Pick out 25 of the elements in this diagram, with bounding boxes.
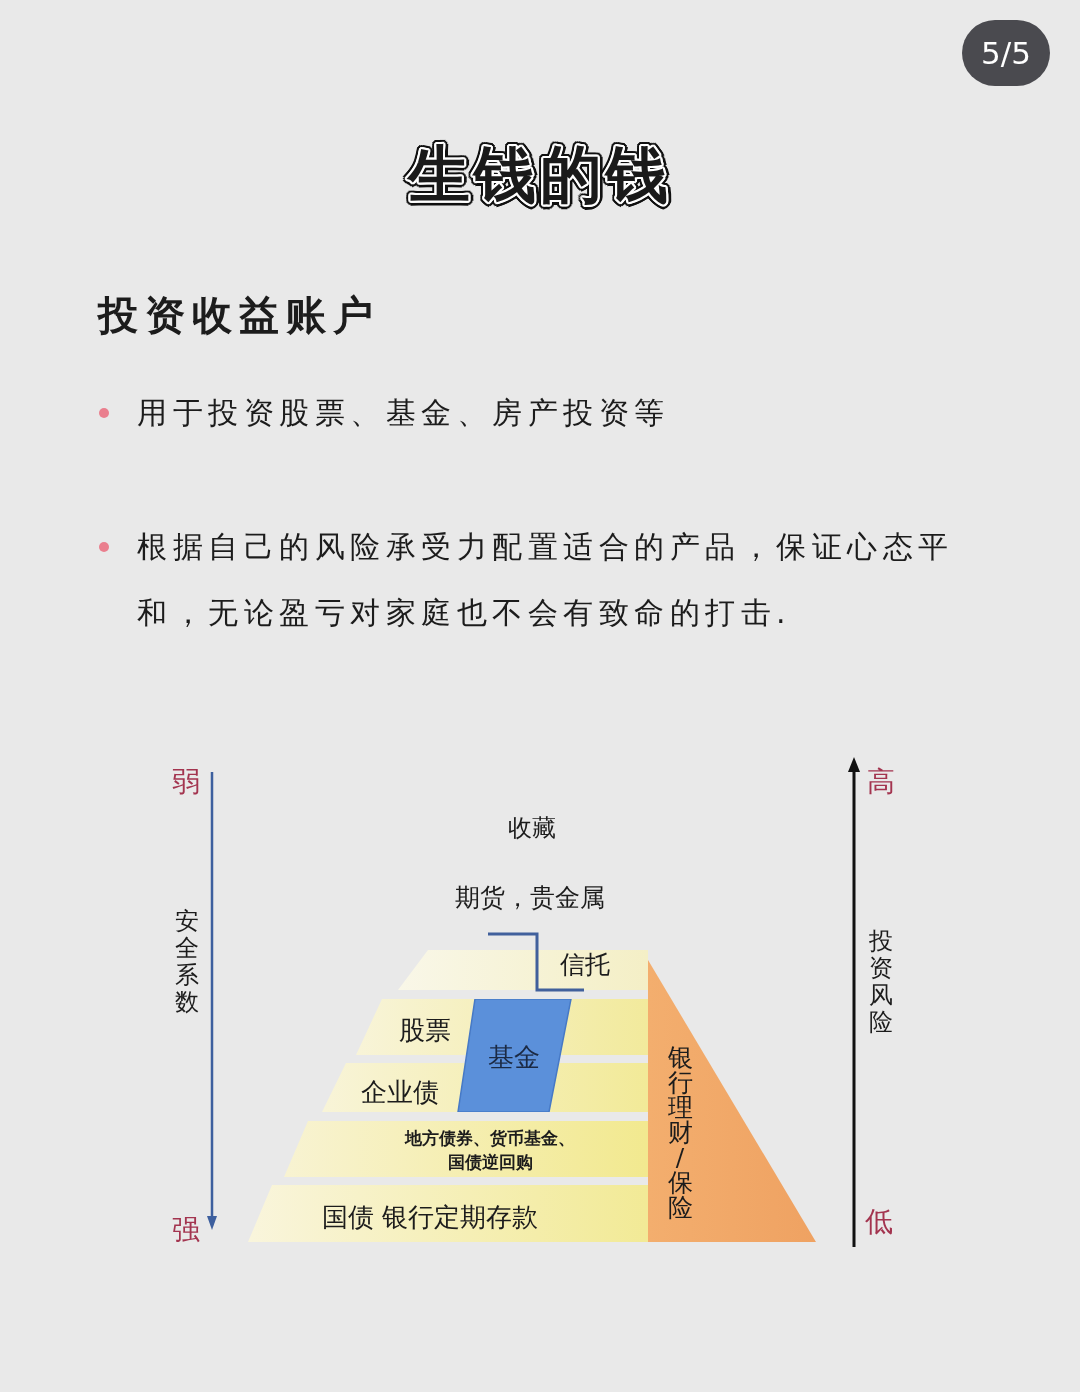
pyramid-tier: [284, 1121, 648, 1177]
axis-title: 安全系数: [174, 908, 200, 1016]
tier-label: 国债 银行定期存款: [321, 1204, 539, 1230]
axis-title: 投资风险: [868, 928, 894, 1036]
tier-label: 信托: [560, 951, 610, 977]
bullet-text: 根据自己的风险承受力配置适合的产品，保证心态平和，无论盈亏对家庭也不会有致命的打击.: [137, 528, 955, 632]
pyramid-label: 期货，贵金属: [455, 884, 605, 910]
bullet-text: 用于投资股票、基金、房产投资等: [137, 394, 670, 432]
axis-end-label: 低: [865, 1208, 893, 1236]
triangle-band: [648, 960, 816, 1242]
triangle-label: 银行理财/保险: [666, 1044, 694, 1220]
parallelogram-block: [457, 999, 572, 1112]
pyramid-tier: [398, 950, 648, 990]
title: 生钱的钱: [408, 144, 672, 206]
tier-label: 股票: [399, 1017, 451, 1043]
page-badge: 5/5: [962, 20, 1050, 86]
tier-label: 地方债券、货币基金、国债逆回购: [403, 1127, 576, 1174]
axis-end-label: 高: [867, 768, 895, 796]
pyramid-label: 收藏: [508, 816, 556, 840]
axis-end-label: 强: [172, 1216, 200, 1244]
section-heading: 投资收益账户: [98, 291, 380, 340]
block-label: 基金: [488, 1044, 540, 1070]
axis-end-label: 弱: [172, 768, 200, 796]
tier-label: 企业债: [361, 1079, 439, 1105]
pyramid-tier: [248, 1185, 648, 1242]
